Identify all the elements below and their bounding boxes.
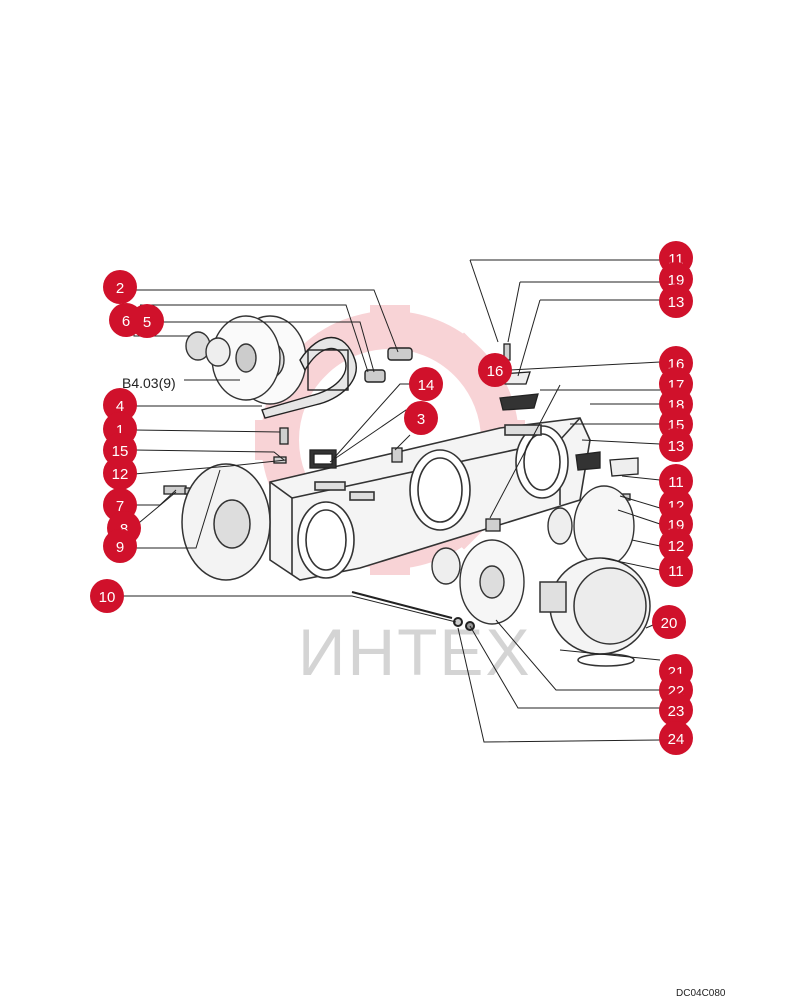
svg-text:20: 20 <box>661 615 678 632</box>
callout-10: 10 <box>90 579 124 613</box>
reference-label: B4.03(9) <box>122 375 176 391</box>
callout-12: 12 <box>103 456 137 490</box>
callout-13-right: 13 <box>659 428 693 462</box>
svg-text:24: 24 <box>668 731 685 748</box>
callout-12-low: 12 <box>659 528 693 562</box>
callout-9: 9 <box>103 529 137 563</box>
svg-text:14: 14 <box>418 377 435 394</box>
svg-text:11: 11 <box>668 563 684 580</box>
svg-text:5: 5 <box>143 314 151 331</box>
callout-23: 23 <box>659 693 693 727</box>
callout-5: 5 <box>130 304 164 338</box>
svg-text:10: 10 <box>99 589 116 606</box>
svg-text:3: 3 <box>417 411 425 428</box>
sprocket-assembly-left <box>185 315 307 405</box>
frame-housing <box>269 417 591 581</box>
svg-text:2: 2 <box>116 280 124 297</box>
svg-text:7: 7 <box>116 498 124 515</box>
svg-text:16: 16 <box>487 363 504 380</box>
callout-3: 3 <box>404 401 438 435</box>
svg-text:13: 13 <box>668 294 685 311</box>
svg-text:12: 12 <box>112 466 129 483</box>
watermark-text: ИНТЕХ <box>298 615 531 689</box>
callout-13-top: 13 <box>659 284 693 318</box>
svg-text:11: 11 <box>668 474 684 491</box>
svg-text:23: 23 <box>668 703 685 720</box>
hydraulic-hub-motor <box>539 557 651 667</box>
callout-20: 20 <box>652 605 686 639</box>
sprocket-right <box>431 507 573 625</box>
svg-text:12: 12 <box>668 538 685 555</box>
small-hardware <box>163 343 639 532</box>
callout-11-low: 11 <box>659 553 693 587</box>
svg-text:9: 9 <box>116 539 124 556</box>
callout-16-left: 16 <box>478 353 512 387</box>
svg-text:1: 1 <box>116 422 124 439</box>
svg-text:15: 15 <box>112 443 129 460</box>
svg-text:4: 4 <box>116 398 124 415</box>
drawing-code: DC04C080 <box>676 988 726 999</box>
callout-24: 24 <box>659 721 693 755</box>
svg-text:13: 13 <box>668 438 685 455</box>
callout-11-mid: 11 <box>659 464 693 498</box>
svg-text:6: 6 <box>122 313 130 330</box>
callout-2: 2 <box>103 270 137 304</box>
drive-chain <box>261 336 413 419</box>
callout-14: 14 <box>409 367 443 401</box>
flange-plate <box>181 463 271 581</box>
callout-4: 4 <box>103 388 137 422</box>
